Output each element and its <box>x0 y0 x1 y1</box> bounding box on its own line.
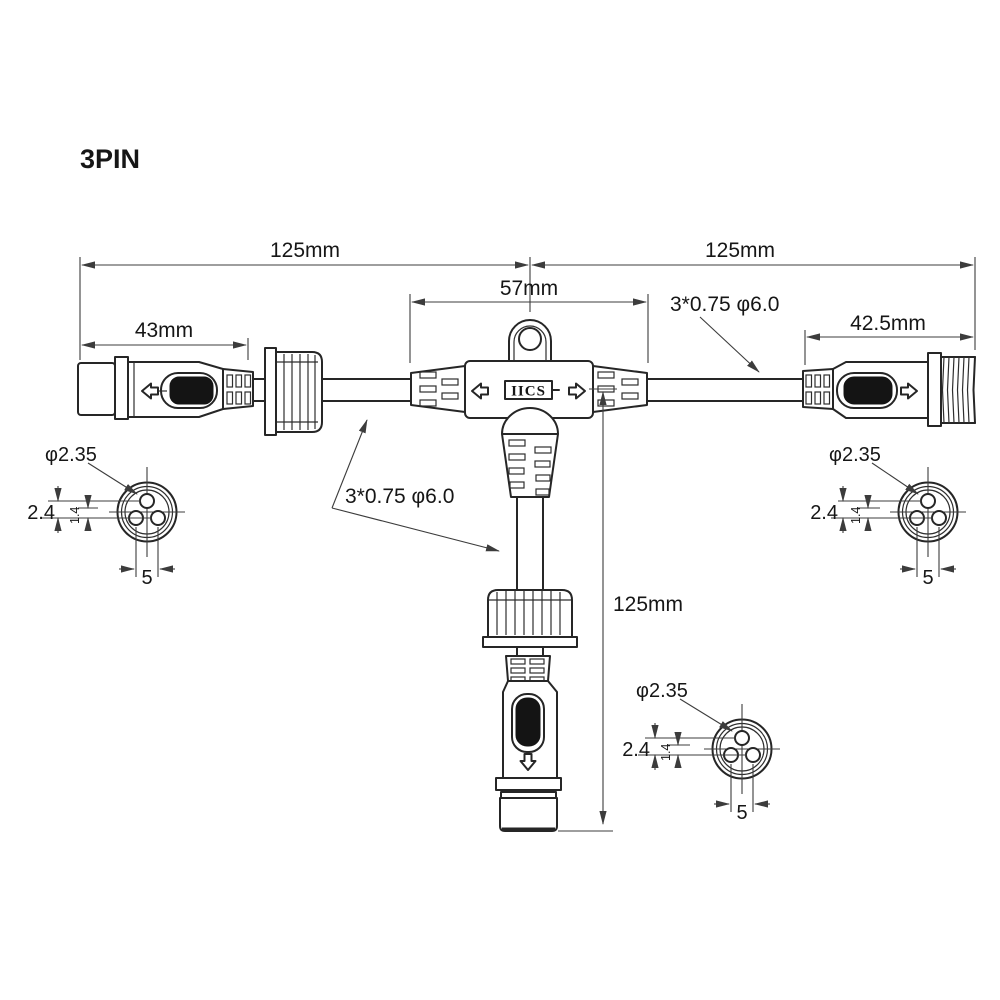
bottom-connector <box>482 589 578 832</box>
t-left-strain-relief <box>410 365 466 413</box>
cable-spec-left-label: 3*0.75 φ6.0 <box>345 485 454 508</box>
pin <box>931 510 947 526</box>
left-plug-tip <box>77 362 116 416</box>
dimension-left-connector: 43mm <box>81 319 249 360</box>
cable-spec-right-callout: 3*0.75 φ6.0 <box>670 293 779 373</box>
dimension-right-connector: 42.5mm <box>804 312 974 365</box>
right-grip-pad <box>843 376 893 405</box>
dim-label-left-connector: 43mm <box>135 319 193 342</box>
t-splitter-body: IICS <box>410 319 648 593</box>
t-bottom-bell <box>501 407 559 435</box>
dimension-body-width: 57mm <box>409 277 649 363</box>
dim-label-top-right: 125mm <box>705 239 775 262</box>
dim-label-pin-diameter: φ2.35 <box>829 444 881 466</box>
dim-label-right-connector: 42.5mm <box>850 312 926 335</box>
thread-section <box>940 356 976 424</box>
brand-label: IICS <box>511 384 546 400</box>
molded-arrow-right-icon <box>900 382 918 400</box>
dimension-top-right: 125mm <box>531 239 976 350</box>
pin <box>150 510 166 526</box>
molded-arrow-right-icon <box>568 382 586 400</box>
dim-label-inner-spacing: 1.4 <box>659 744 673 761</box>
dim-label-inner-spacing: 1.4 <box>68 507 82 524</box>
dimension-top-left: 125mm <box>79 239 531 360</box>
right-connector <box>646 352 976 427</box>
left-nut-flange <box>264 347 277 436</box>
pin <box>139 493 155 509</box>
dim-label-pin-spacing: 5 <box>736 802 747 824</box>
dim-label-drop: 125mm <box>613 593 683 616</box>
molded-arrow-left-icon <box>471 382 489 400</box>
dim-label-pin-spacing: 5 <box>141 567 152 589</box>
dim-label-row-spacing: 2.4 <box>622 739 650 761</box>
left-connector <box>77 347 413 436</box>
bottom-nut-flange <box>482 636 578 648</box>
dim-label-pin-diameter: φ2.35 <box>45 444 97 466</box>
dim-label-body-width: 57mm <box>500 277 558 300</box>
left-grip-pad <box>169 376 214 405</box>
cable-spec-left-callout: 3*0.75 φ6.0 <box>331 419 500 552</box>
bottom-grip-pad <box>515 697 541 747</box>
pin <box>920 493 936 509</box>
bottom-plug-tip <box>499 797 558 832</box>
dim-label-inner-spacing: 1.4 <box>849 507 863 524</box>
pin-detail-bottom: 2.4 1.4 φ2.35 5 <box>622 680 780 824</box>
molded-arrow-down-icon <box>519 753 537 771</box>
pin <box>745 747 761 763</box>
hanging-loop-hole <box>518 327 542 351</box>
page-title: 3PIN <box>80 144 140 174</box>
bottom-plug-flange <box>495 777 562 791</box>
thread-flange <box>927 352 942 427</box>
pin-detail-left: 2.4 1.4 φ2.35 5 <box>27 444 185 589</box>
dim-label-pin-spacing: 5 <box>922 567 933 589</box>
left-locking-nut <box>275 351 323 433</box>
dim-label-top-left: 125mm <box>270 239 340 262</box>
pin-detail-right: 2.4 1.4 φ2.35 5 <box>810 444 966 589</box>
dimension-drop-length: 125mm <box>558 388 683 832</box>
left-plug-ring <box>114 356 129 420</box>
dim-label-pin-diameter: φ2.35 <box>636 680 688 702</box>
pin <box>734 730 750 746</box>
dim-label-row-spacing: 2.4 <box>27 502 55 524</box>
dim-label-row-spacing: 2.4 <box>810 502 838 524</box>
cable-spec-right-label: 3*0.75 φ6.0 <box>670 293 779 316</box>
